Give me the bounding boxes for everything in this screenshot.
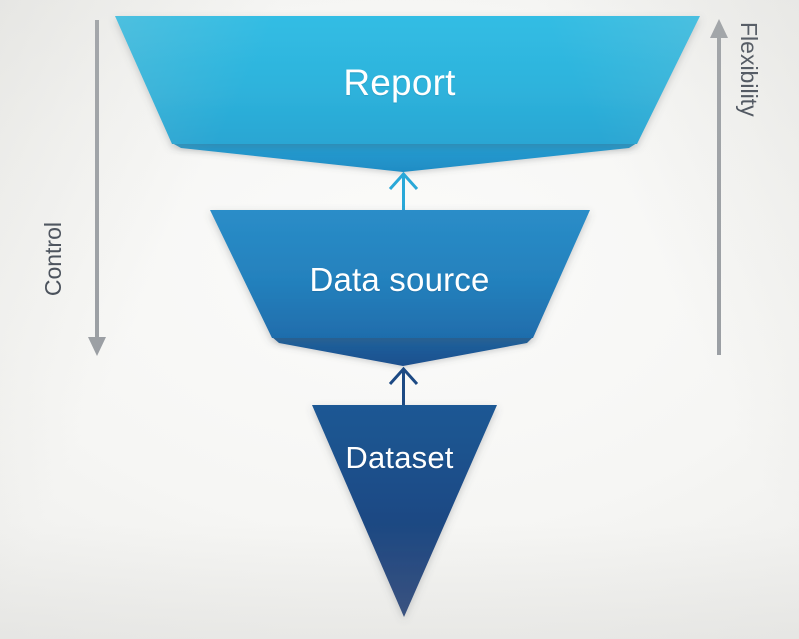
axis-control — [88, 20, 106, 356]
control-axis-arrowhead-down-icon — [88, 337, 106, 356]
control-axis-label: Control — [40, 222, 66, 297]
funnel-level-dataset[interactable] — [312, 405, 497, 617]
axis-flexibility — [710, 19, 728, 355]
dataset-shape[interactable] — [312, 405, 497, 617]
data-source-shape[interactable] — [210, 210, 590, 338]
report-fold-shadow — [172, 143, 637, 172]
funnel-level-data-source[interactable] — [210, 210, 590, 366]
connector-dataset-to-data-source — [388, 366, 419, 407]
data-source-label: Data source — [309, 261, 490, 298]
data-source-fold-shadow — [272, 337, 533, 366]
report-shape[interactable] — [115, 16, 700, 144]
arrow-head-up-dark-icon — [388, 366, 419, 386]
connector-data-source-to-report — [388, 171, 419, 212]
report-label: Report — [343, 62, 456, 103]
dataset-label: Dataset — [345, 440, 454, 475]
funnel-level-report[interactable] — [115, 16, 700, 172]
flexibility-axis-label: Flexibility — [736, 22, 762, 117]
arrow-head-up-light-icon — [388, 171, 419, 191]
flexibility-axis-arrowhead-up-icon — [710, 19, 728, 38]
